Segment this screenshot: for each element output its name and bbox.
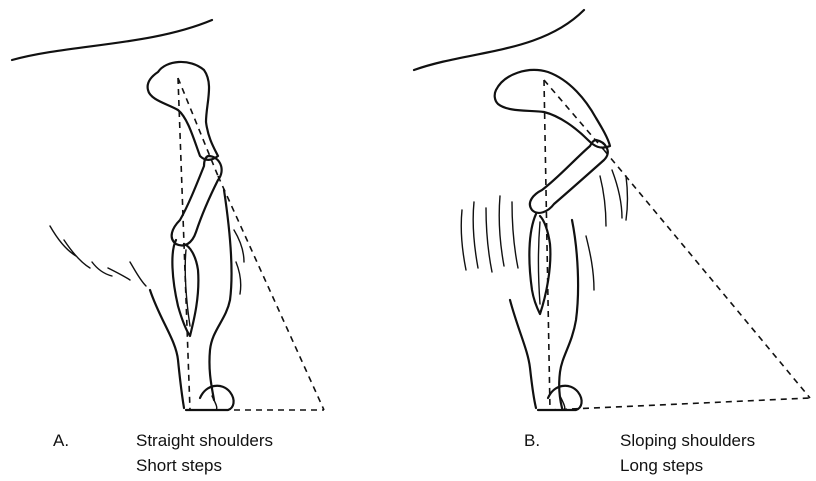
- panel-a-shoulder-line: [178, 78, 218, 176]
- panel-a-scapula: [148, 62, 218, 160]
- panel-a-fur: [50, 226, 244, 294]
- panel-a-humerus: [172, 156, 222, 246]
- panel-b-ground-line: [550, 398, 810, 410]
- panel-a-paw: [186, 386, 234, 410]
- panel-b-forearm-inner: [539, 222, 541, 304]
- panel-a-backline: [12, 20, 212, 60]
- panel-a-letter: A.: [53, 431, 69, 451]
- panel-b-leg-back: [510, 300, 536, 408]
- panel-b-backline: [414, 10, 584, 70]
- panel-b-caption-line-1: Sloping shoulders: [620, 431, 755, 451]
- panel-b-caption-line-2: Long steps: [620, 456, 703, 476]
- panel-b-drawing: [400, 0, 816, 420]
- panel-a-caption-line-2: Short steps: [136, 456, 222, 476]
- panel-b-humerus: [530, 140, 608, 213]
- panel-b-leg-front: [559, 220, 578, 408]
- panel-a-caption-line-1: Straight shoulders: [136, 431, 273, 451]
- panel-a-leg-front: [209, 190, 231, 400]
- panel-b-letter: B.: [524, 431, 540, 451]
- panel-b-scapula: [495, 70, 610, 148]
- panel-a-step-line: [218, 176, 324, 410]
- panel-b-step-line: [604, 150, 810, 398]
- panel-a-drawing: [0, 0, 400, 420]
